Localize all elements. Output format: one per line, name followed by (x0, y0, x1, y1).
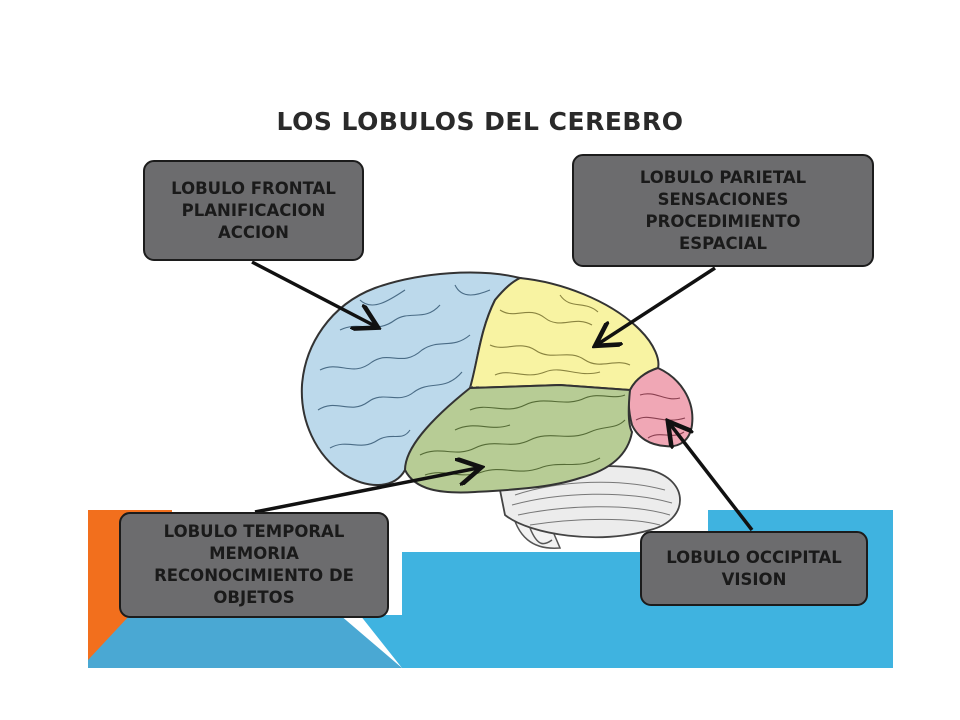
callout-line: OBJETOS (213, 588, 295, 607)
parietal-gyri (489, 294, 631, 376)
callout-line: RECONOCIMIENTO DE (154, 566, 354, 585)
callout-frontal: LOBULO FRONTAL PLANIFICACION ACCION (143, 160, 364, 261)
arrow-parietal (598, 266, 716, 344)
blue-block-left (88, 615, 402, 668)
frontal-gyri (317, 284, 491, 449)
callout-line: LOBULO PARIETAL (639, 167, 807, 187)
callout-line: VISION (721, 569, 787, 589)
arrows (251, 260, 754, 532)
callout-line: PLANIFICACION (181, 200, 326, 220)
callout-line: SENSACIONES (657, 189, 789, 209)
arrow-occipital (670, 424, 754, 532)
arrow-frontal (251, 260, 375, 326)
callout-line: ESPACIAL (678, 233, 768, 253)
callout-line: ACCION (218, 222, 289, 242)
callout-line: LOBULO TEMPORAL (163, 522, 345, 541)
arrow-temporal (254, 468, 478, 514)
callout-line: PROCEDIMIENTO (645, 211, 801, 231)
callout-occipital: LOBULO OCCIPITAL VISION (640, 531, 868, 606)
callout-line: MEMORIA (209, 544, 299, 563)
callout-line: LOBULO FRONTAL (171, 178, 336, 198)
callout-parietal: LOBULO PARIETAL SENSACIONES PROCEDIMIENT… (572, 154, 874, 267)
callout-temporal: LOBULO TEMPORAL MEMORIA RECONOCIMIENTO D… (119, 512, 389, 618)
callout-line: LOBULO OCCIPITAL (666, 547, 842, 567)
slide-title: LOS LOBULOS DEL CEREBRO (276, 107, 684, 136)
